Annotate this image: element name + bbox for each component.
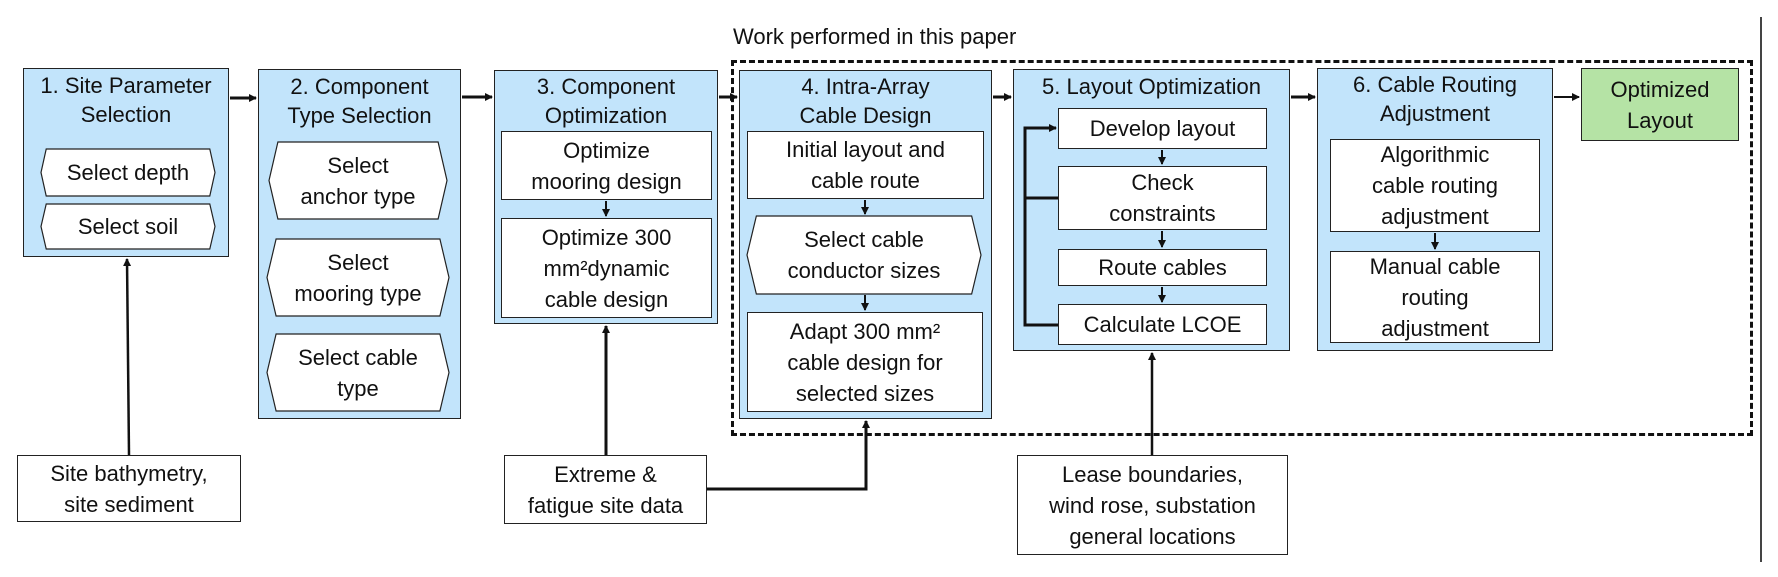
- work-region-label: Work performed in this paper: [733, 24, 1017, 49]
- step-route-cables[interactable]: Route cables: [1058, 249, 1267, 286]
- step-optimize-dynamic-cable-design[interactable]: Optimize 300 mm²dynamic cable design: [501, 218, 712, 318]
- step-select-depth[interactable]: Select depth: [41, 149, 215, 196]
- step-develop-layout[interactable]: Develop layout: [1058, 108, 1267, 149]
- stage-title: 5. Layout Optimization: [1042, 74, 1261, 99]
- stage-title: 4. Intra-Array Cable Design: [799, 74, 932, 128]
- step-select-mooring-type[interactable]: Select mooring type: [267, 239, 449, 316]
- step-select-cable-type[interactable]: Select cable type: [267, 334, 449, 411]
- arrow-extreme-to-stage4: [707, 420, 870, 491]
- step-select-soil[interactable]: Select soil: [41, 204, 215, 249]
- stage-title: 3. Component Optimization: [536, 74, 676, 128]
- input-site-bathymetry[interactable]: Site bathymetry, site sediment: [17, 455, 241, 522]
- step-check-constraints[interactable]: Check constraints: [1058, 166, 1267, 230]
- stage-title: 6. Cable Routing Adjustment: [1353, 72, 1517, 126]
- step-manual-routing-adjustment[interactable]: Manual cable routing adjustment: [1330, 251, 1540, 343]
- step-select-conductor-sizes[interactable]: Select cable conductor sizes: [747, 216, 981, 294]
- stage-title: 1. Site Parameter Selection: [40, 73, 212, 127]
- step-label: Select depth: [66, 160, 190, 185]
- step-label: Select mooring type: [294, 249, 422, 306]
- step-initial-layout-cable-route[interactable]: Initial layout and cable route: [747, 131, 984, 199]
- step-optimize-mooring-design[interactable]: Optimize mooring design: [501, 131, 712, 200]
- step-label: Select cable conductor sizes: [787, 227, 941, 283]
- step-label: Select cable type: [298, 344, 418, 401]
- page-edge-line: [1760, 17, 1762, 562]
- arrow-bathymetry-to-stage1: [123, 258, 132, 456]
- stage-title: 2. Component Type Selection: [287, 74, 432, 128]
- output-optimized-layout[interactable]: Optimized Layout: [1581, 68, 1739, 141]
- step-label: Select soil: [77, 214, 179, 239]
- feedback-loop-lcoe: [1023, 124, 1058, 327]
- step-calculate-lcoe[interactable]: Calculate LCOE: [1058, 304, 1267, 345]
- work-region-boundary: [731, 60, 1753, 436]
- input-lease-boundaries[interactable]: Lease boundaries, wind rose, substation …: [1017, 455, 1288, 555]
- step-adapt-cable-design[interactable]: Adapt 300 mm² cable design for selected …: [747, 312, 983, 412]
- step-select-anchor-type[interactable]: Select anchor type: [269, 142, 447, 219]
- step-label: Select anchor type: [300, 152, 416, 209]
- input-extreme-fatigue-data[interactable]: Extreme & fatigue site data: [504, 455, 707, 524]
- step-algorithmic-routing-adjustment[interactable]: Algorithmic cable routing adjustment: [1330, 139, 1540, 232]
